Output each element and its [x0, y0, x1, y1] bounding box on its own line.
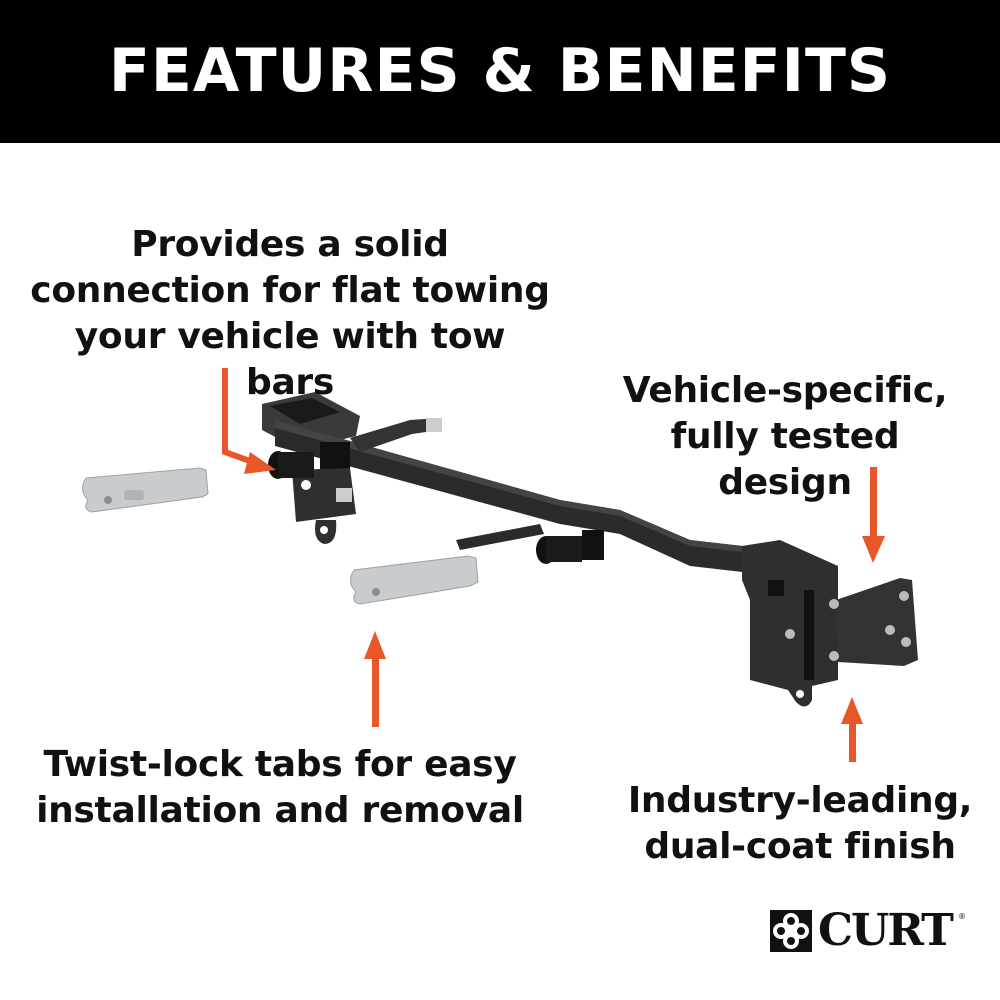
callout-vehicle-specific: Vehicle-specific, fully tested design [600, 368, 970, 506]
callout-line: connection for flat towing [30, 270, 550, 311]
registered-mark: ® [957, 912, 966, 921]
header-banner: FEATURES & BENEFITS [0, 0, 1000, 143]
callout-line: Provides a solid [131, 224, 449, 265]
curt-emblem-icon [770, 910, 812, 952]
arrow-icon-tow-bar [222, 368, 276, 474]
arrow-icon-twist-lock [364, 631, 386, 727]
brand-name: CURT [818, 905, 954, 956]
callout-tow-bar-connection: Provides a solid connection for flat tow… [30, 222, 550, 406]
callout-line: fully tested design [670, 416, 900, 503]
callout-twist-lock-tabs: Twist-lock tabs for easy installation an… [30, 742, 530, 834]
twist-lock-tab-left [82, 467, 209, 513]
tow-bracket [262, 392, 918, 707]
arrow-icon-vehicle-specific [862, 467, 885, 563]
twist-lock-tab-right [350, 555, 479, 605]
arrow-icon-finish [841, 697, 863, 762]
brand-logo: CURT ® [770, 908, 966, 954]
callout-line: Vehicle-specific, [622, 370, 948, 411]
callout-line: installation and removal [36, 790, 524, 831]
callout-line: your vehicle with tow bars [74, 316, 506, 403]
callout-line: Twist-lock tabs for easy [43, 744, 517, 785]
callout-line: Industry-leading, [627, 780, 973, 821]
page-title: FEATURES & BENEFITS [108, 36, 892, 106]
callout-dual-coat-finish: Industry-leading, dual-coat finish [620, 778, 980, 870]
callout-line: dual-coat finish [644, 826, 956, 867]
